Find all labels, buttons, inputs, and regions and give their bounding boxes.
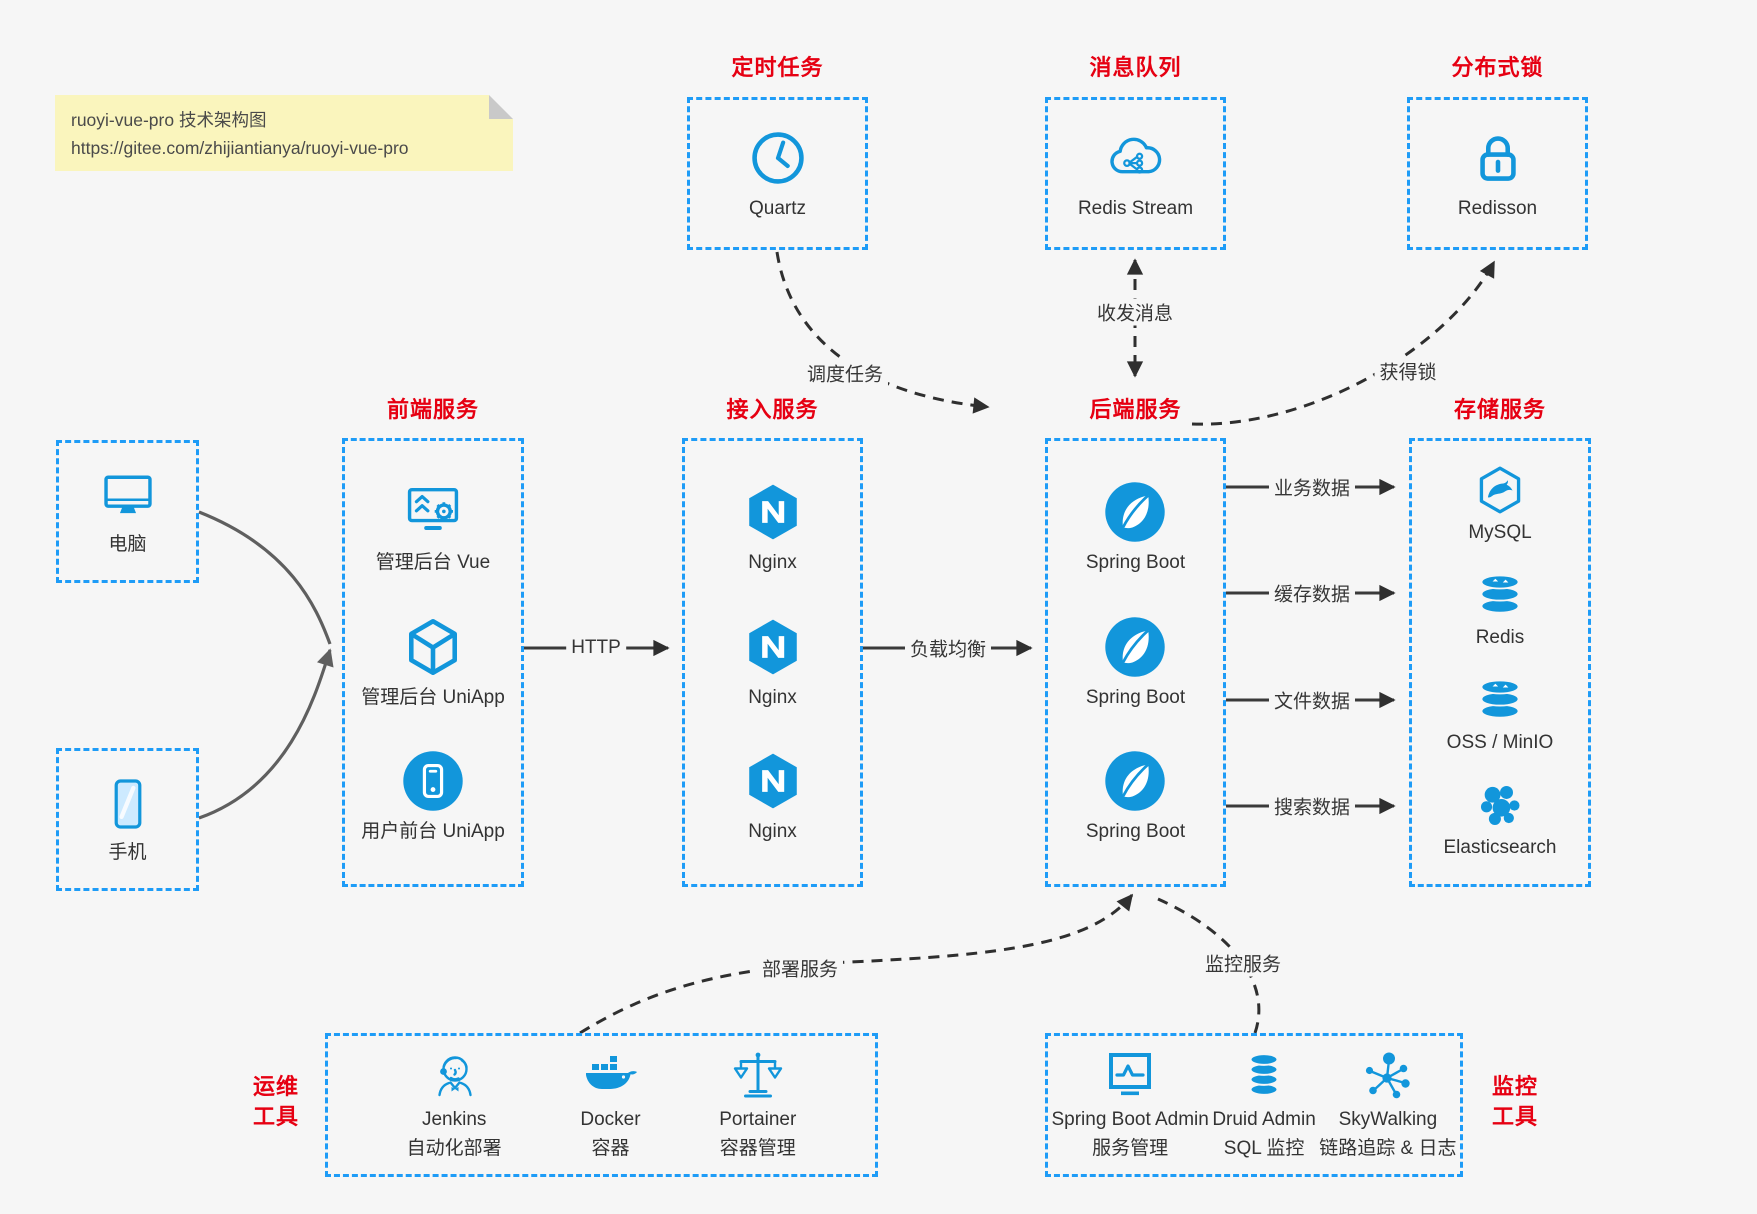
oss-icon xyxy=(1480,679,1520,719)
item-label: Redis Stream xyxy=(1077,197,1194,219)
nginx-icon xyxy=(748,484,797,540)
column-title-frontend: 前端服务 xyxy=(386,397,479,422)
lock-icon xyxy=(1479,135,1516,181)
item-label: Spring Boot xyxy=(1085,551,1186,573)
column-access-services: Nginx Nginx Nginx xyxy=(682,438,863,887)
item-label: 用户前台 UniApp xyxy=(361,821,505,843)
item-label: Docker xyxy=(580,1109,641,1131)
item-label: Spring Boot xyxy=(1085,686,1186,708)
item-label: Nginx xyxy=(748,551,797,573)
spring-boot-icon xyxy=(1105,482,1166,542)
column-backend-services: Spring Boot Spring Boot Spring Boot xyxy=(1045,438,1226,887)
group-distributed-lock: Redisson xyxy=(1407,97,1588,250)
druid-icon xyxy=(1249,1053,1279,1097)
item-label: Nginx xyxy=(748,686,797,708)
edge-label-acquire-lock: 获得锁 xyxy=(1374,357,1442,385)
spring-boot-icon xyxy=(1105,616,1166,677)
client-label: 手机 xyxy=(108,841,147,863)
springboot-admin-icon xyxy=(1109,1053,1152,1096)
edge-desktop-to-frontend xyxy=(198,510,332,645)
clock-icon xyxy=(751,131,804,184)
column-frontend-services: 管理后台 Vue 管理后台 UniApp 用户前台 UniApp xyxy=(342,438,524,887)
item-label: Quartz xyxy=(748,197,807,219)
spring-boot-icon xyxy=(1105,751,1166,812)
edge-deploy-service-arrow xyxy=(579,893,1134,1035)
sticky-note: ruoyi-vue-pro 技术架构图 https://gitee.com/zh… xyxy=(55,95,513,171)
uniapp-cube-icon xyxy=(408,618,457,675)
item-label: Portainer xyxy=(719,1109,797,1131)
item-label: Redisson xyxy=(1457,197,1538,219)
portainer-icon xyxy=(733,1052,782,1098)
group-title-scheduled-task: 定时任务 xyxy=(731,55,824,80)
group-title-monitor-tools: 监控 工具 xyxy=(1491,1074,1538,1129)
item-label: Redis xyxy=(1475,627,1525,649)
item-label: Jenkins xyxy=(421,1109,487,1131)
item-label: SkyWalking xyxy=(1338,1109,1438,1131)
nginx-icon xyxy=(748,619,797,675)
client-phone-box: 手机 xyxy=(56,748,199,891)
desktop-icon xyxy=(103,475,152,513)
admin-vue-icon xyxy=(407,487,459,530)
item-sublabel: 容器管理 xyxy=(719,1138,796,1159)
jenkins-icon xyxy=(438,1056,472,1097)
edge-label-cache-data: 缓存数据 xyxy=(1268,579,1356,607)
edge-label-http: HTTP xyxy=(566,637,626,659)
mysql-icon xyxy=(1479,466,1521,514)
edge-label-search-data: 搜索数据 xyxy=(1268,792,1356,820)
column-title-access: 接入服务 xyxy=(726,397,819,422)
edge-phone-to-frontend xyxy=(198,648,334,820)
column-storage-services: MySQL Redis xyxy=(1409,438,1591,887)
item-label: 管理后台 Vue xyxy=(375,551,491,573)
phone-icon xyxy=(114,779,141,829)
docker-icon xyxy=(586,1056,638,1090)
note-title: ruoyi-vue-pro 技术架构图 xyxy=(71,110,267,130)
edge-label-file-data: 文件数据 xyxy=(1268,686,1356,714)
column-title-backend: 后端服务 xyxy=(1089,397,1182,422)
group-scheduled-task: Quartz xyxy=(687,97,868,250)
client-desktop-box: 电脑 xyxy=(56,440,199,583)
item-sublabel: 服务管理 xyxy=(1092,1138,1169,1159)
item-label: OSS / MinIO xyxy=(1446,732,1554,754)
column-title-storage: 存储服务 xyxy=(1453,397,1546,422)
cloud-stream-icon xyxy=(1110,137,1162,174)
item-label: 管理后台 UniApp xyxy=(361,686,505,708)
group-title-message-queue: 消息队列 xyxy=(1089,55,1182,80)
item-label: Druid Admin xyxy=(1212,1109,1316,1131)
item-sublabel: 链路追踪 & 日志 xyxy=(1319,1138,1457,1159)
item-label: Elasticsearch xyxy=(1443,837,1557,859)
group-title-distributed-lock: 分布式锁 xyxy=(1451,55,1544,80)
item-sublabel: 自动化部署 xyxy=(406,1138,502,1159)
redis-icon xyxy=(1480,574,1520,614)
item-sublabel: SQL 监控 xyxy=(1223,1138,1305,1159)
edge-label-monitor-service: 监控服务 xyxy=(1199,949,1287,977)
nginx-icon xyxy=(748,753,797,809)
mobile-app-icon xyxy=(403,751,463,812)
item-label: Spring Boot Admin xyxy=(1051,1109,1209,1131)
note-url: https://gitee.com/zhijiantianya/ruoyi-vu… xyxy=(71,138,409,158)
edge-label-business-data: 业务数据 xyxy=(1268,473,1356,501)
item-sublabel: 容器 xyxy=(591,1138,630,1159)
group-ops-tools: Jenkins 自动化部署 Docker 容器 xyxy=(325,1033,878,1177)
edge-label-load-balance: 负载均衡 xyxy=(904,634,992,662)
item-label: MySQL xyxy=(1468,522,1532,544)
item-label: Spring Boot xyxy=(1085,821,1186,843)
group-message-queue: Redis Stream xyxy=(1045,97,1226,250)
group-monitor-tools: Spring Boot Admin 服务管理 Druid Admin SQL 监… xyxy=(1045,1033,1463,1177)
skywalking-icon xyxy=(1365,1052,1410,1099)
elasticsearch-icon xyxy=(1480,786,1520,826)
item-label: Nginx xyxy=(748,821,797,843)
edge-label-schedule-task: 调度任务 xyxy=(801,359,889,387)
client-label: 电脑 xyxy=(108,533,147,555)
edge-label-deploy-service: 部署服务 xyxy=(756,954,844,982)
group-title-ops-tools: 运维 工具 xyxy=(252,1074,299,1129)
edge-label-send-receive-message: 收发消息 xyxy=(1091,298,1179,326)
